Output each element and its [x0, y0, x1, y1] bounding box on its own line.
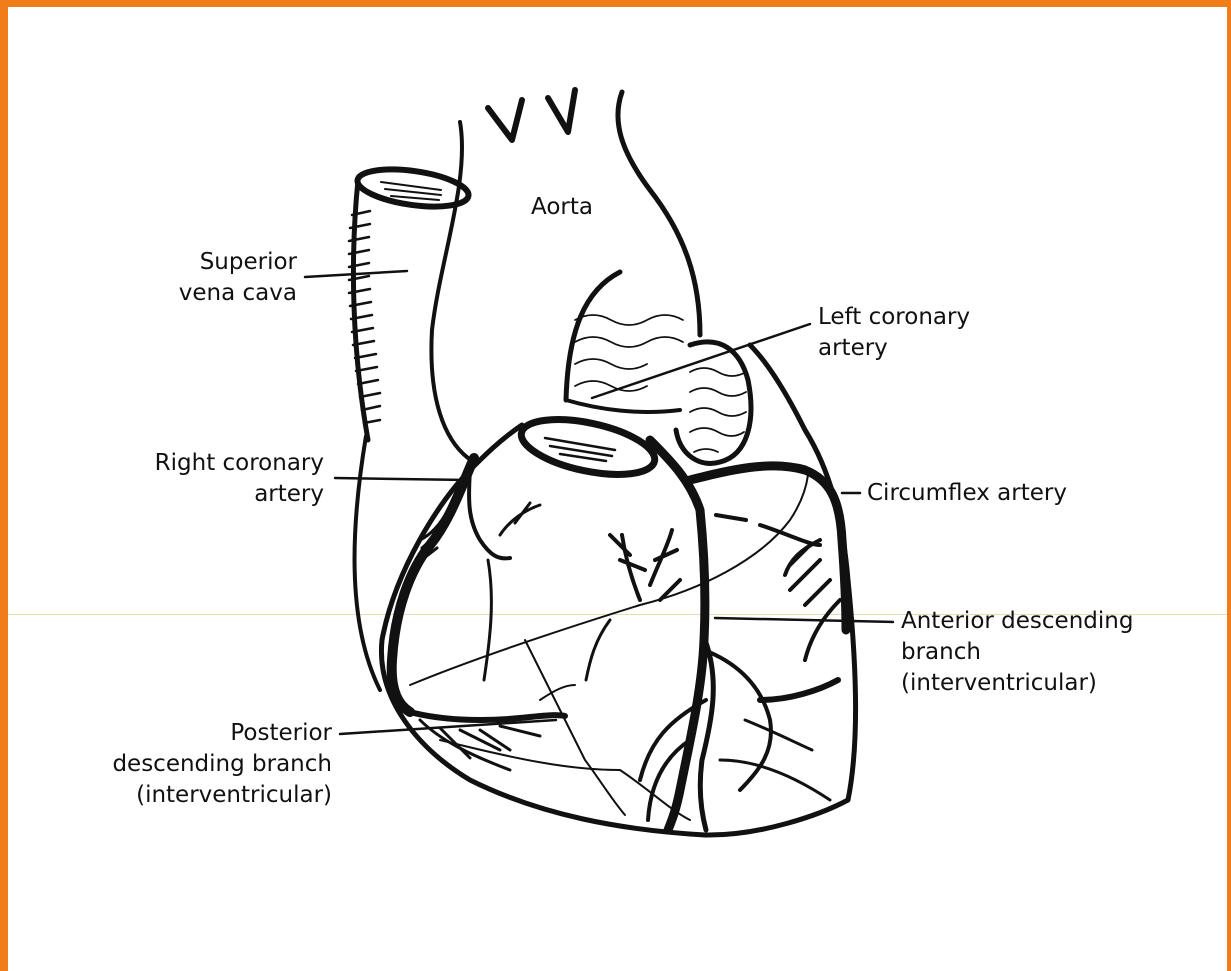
label-right-coronary-artery: Right coronary artery: [130, 448, 324, 510]
aortic-root-shape: [516, 409, 659, 484]
label-circumflex-artery: Circumflex artery: [867, 478, 1067, 509]
label-aorta: Aorta: [531, 192, 593, 223]
leader-superior-vena-cava: [305, 271, 407, 277]
aorta-shape: [431, 90, 700, 458]
label-left-coronary-artery: Left coronary artery: [818, 302, 970, 364]
pulmonary-trunk-shape: [676, 342, 751, 464]
label-superior-vena-cava: Superior vena cava: [165, 247, 297, 309]
superior-vena-cava-shape: [349, 163, 471, 690]
leader-right-coronary-artery: [335, 478, 468, 480]
label-anterior-descending-branch: Anterior descending branch (interventric…: [901, 606, 1133, 699]
heart-outline: [381, 345, 855, 835]
leader-anterior-descending-branch: [715, 618, 893, 622]
label-posterior-descending-branch: Posterior descending branch (interventri…: [80, 718, 332, 811]
